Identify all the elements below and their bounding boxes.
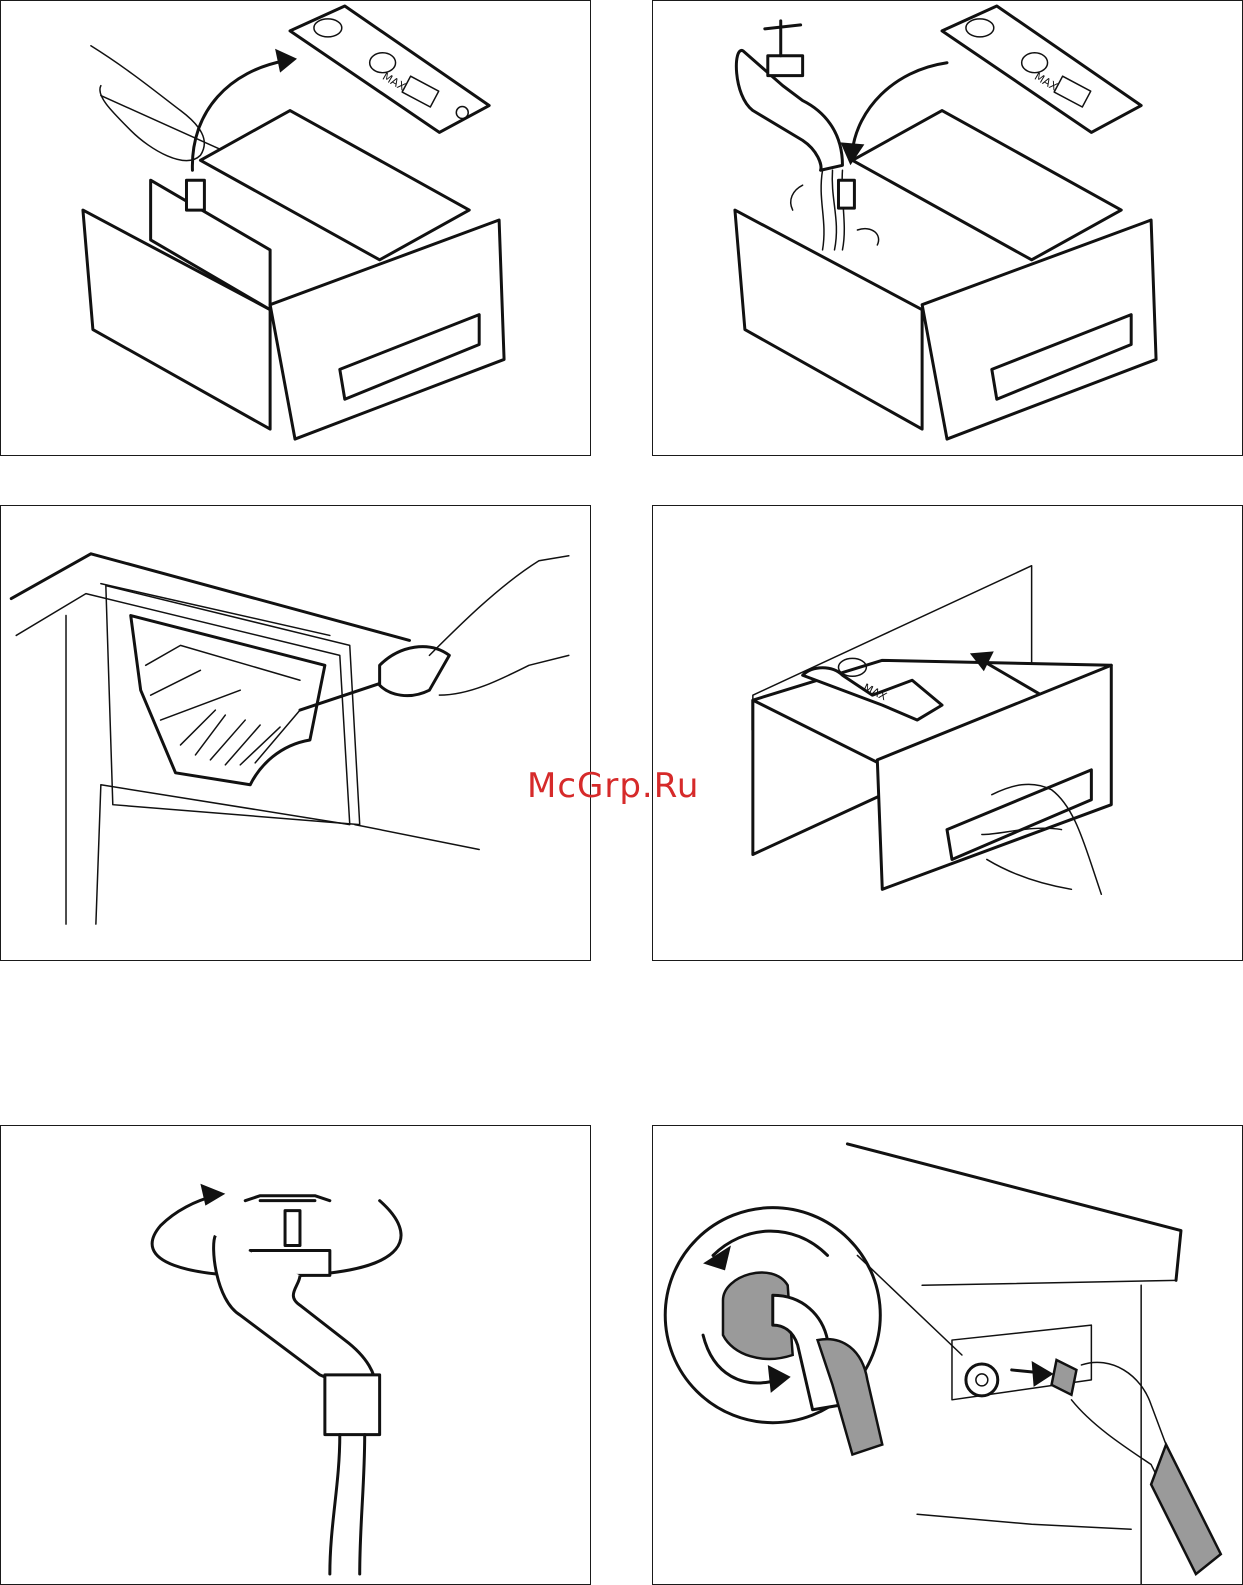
- illustration-hose-filter: [653, 1126, 1242, 1584]
- panel-insert-drawer: MAX: [652, 505, 1243, 961]
- illustration-drawer-insert: MAX: [653, 506, 1242, 960]
- illustration-tap-rotate: [1, 1126, 590, 1584]
- panel-rinse-drawer: MAX: [652, 0, 1243, 456]
- tap-icon: [214, 1196, 380, 1435]
- illustration-recess-brush: [1, 506, 590, 960]
- illustration-drawer-brush: MAX: [1, 1, 590, 455]
- panel-inlet-filter: [652, 1125, 1243, 1585]
- panel-clean-recess: [0, 505, 591, 961]
- tap-icon: [736, 21, 842, 170]
- panel-remove-insert: MAX: [0, 0, 591, 456]
- watermark: McGrp.Ru: [527, 766, 699, 806]
- panel-close-tap: [0, 1125, 591, 1585]
- illustration-tap-rinse: MAX: [653, 1, 1242, 455]
